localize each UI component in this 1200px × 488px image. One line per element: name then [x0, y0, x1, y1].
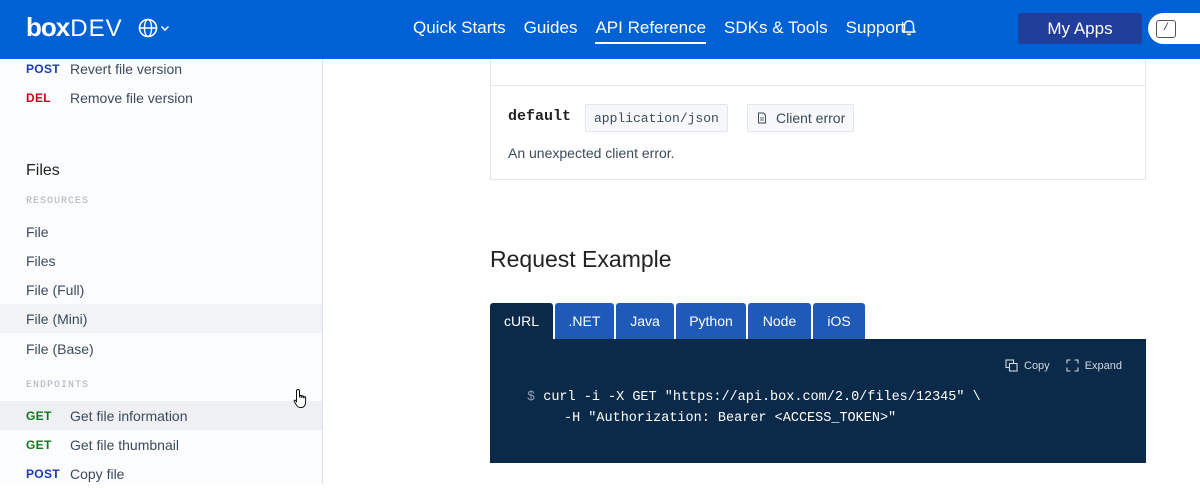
method-badge: DEL: [26, 90, 51, 105]
code-text-2: -H "Authorization: Bearer <ACCESS_TOKEN>…: [564, 411, 897, 426]
sidebar-item-file-mini[interactable]: File (Mini): [0, 304, 322, 333]
tab-dotnet[interactable]: .NET: [555, 303, 614, 339]
hand-pointer-icon: [293, 388, 307, 408]
method-badge: POST: [26, 466, 60, 481]
sidebar-item-copy-file[interactable]: POST Copy file: [0, 459, 322, 488]
tab-java[interactable]: Java: [616, 303, 674, 339]
sidebar-item-get-file-information[interactable]: GET Get file information: [0, 401, 322, 430]
method-badge: GET: [26, 408, 52, 423]
nav-api-reference[interactable]: API Reference: [595, 0, 706, 59]
main-nav: Quick Starts Guides API Reference SDKs &…: [404, 0, 914, 59]
sidebar-item-revert-file-version[interactable]: POST Revert file version: [0, 54, 322, 83]
code-text-1: curl -i -X GET "https://api.box.com/2.0/…: [543, 390, 981, 405]
bell-icon: [902, 20, 916, 36]
notifications-button[interactable]: [900, 19, 918, 42]
tab-curl[interactable]: cURL: [490, 303, 553, 339]
sidebar-item-remove-file-version[interactable]: DEL Remove file version: [0, 83, 322, 112]
my-apps-button[interactable]: My Apps: [1018, 13, 1142, 44]
schema-label: Client error: [776, 110, 846, 126]
method-badge: GET: [26, 437, 52, 452]
sidebar-item-file[interactable]: File: [0, 217, 322, 246]
code-block: Copy Expand $ curl -i -X GET "https://ap…: [490, 339, 1146, 463]
schema-link[interactable]: Client error: [747, 104, 855, 132]
nav-support[interactable]: Support: [845, 18, 906, 37]
copy-icon: [1005, 359, 1018, 372]
code-line-1: $ curl -i -X GET "https://api.box.com/2.…: [527, 390, 981, 405]
chevron-down-icon: [160, 25, 170, 32]
sidebar-item-file-base[interactable]: File (Base): [0, 334, 322, 363]
search-shortcut-key: /: [1156, 20, 1176, 38]
method-badge: POST: [26, 61, 60, 76]
resources-caption: RESOURCES: [26, 196, 90, 207]
divider: [491, 85, 1145, 86]
response-code: default: [508, 108, 572, 125]
search-input[interactable]: /: [1148, 13, 1200, 44]
copy-button[interactable]: Copy: [1005, 359, 1050, 372]
logo-box-text: box: [26, 12, 70, 42]
expand-label: Expand: [1084, 359, 1122, 372]
sidebar-item-label: File (Full): [26, 281, 85, 298]
nav-guides[interactable]: Guides: [523, 18, 578, 37]
expand-icon: [1066, 359, 1079, 372]
top-navigation-bar: box DEV Quick Starts Guides API Referenc…: [0, 0, 1200, 59]
sidebar-item-get-file-thumbnail[interactable]: GET Get file thumbnail: [0, 430, 322, 459]
expand-button[interactable]: Expand: [1066, 359, 1122, 372]
response-card: default application/json Client error An…: [490, 59, 1146, 180]
sidebar-item-label: Revert file version: [70, 60, 183, 77]
code-line-2: -H "Authorization: Bearer <ACCESS_TOKEN>…: [564, 411, 896, 426]
sidebar-item-file-full[interactable]: File (Full): [0, 275, 322, 304]
sidebar: POST Revert file version DEL Remove file…: [0, 59, 323, 484]
language-tabs: cURL .NET Java Python Node iOS: [490, 303, 867, 339]
tab-python[interactable]: Python: [676, 303, 746, 339]
content-type-badge: application/json: [585, 104, 728, 132]
document-icon: [758, 112, 766, 124]
sidebar-item-label: File (Base): [26, 340, 94, 357]
endpoints-caption: ENDPOINTS: [26, 380, 90, 391]
globe-icon: [138, 18, 158, 38]
sidebar-item-label: Get file information: [70, 407, 188, 424]
sidebar-item-label: File: [26, 223, 49, 240]
sidebar-item-label: Files: [26, 252, 56, 269]
sidebar-section-files[interactable]: Files: [26, 162, 60, 179]
tab-node[interactable]: Node: [748, 303, 811, 339]
sidebar-item-files[interactable]: Files: [0, 246, 322, 275]
box-dev-logo[interactable]: box DEV: [26, 12, 123, 42]
nav-quick-starts[interactable]: Quick Starts: [413, 18, 506, 37]
response-description: An unexpected client error.: [508, 145, 675, 161]
copy-label: Copy: [1024, 359, 1050, 372]
code-toolbar: Copy Expand: [1005, 359, 1122, 372]
nav-sdks-tools[interactable]: SDKs & Tools: [724, 18, 828, 37]
shell-prompt: $: [527, 390, 536, 405]
sidebar-item-label: Get file thumbnail: [70, 436, 179, 453]
request-example-heading: Request Example: [490, 246, 672, 272]
sidebar-item-label: Copy file: [70, 465, 125, 482]
tab-ios[interactable]: iOS: [813, 303, 865, 339]
logo-dev-text: DEV: [70, 15, 123, 42]
sidebar-item-label: Remove file version: [70, 89, 193, 106]
language-selector[interactable]: [138, 18, 170, 38]
sidebar-item-label: File (Mini): [26, 310, 88, 327]
